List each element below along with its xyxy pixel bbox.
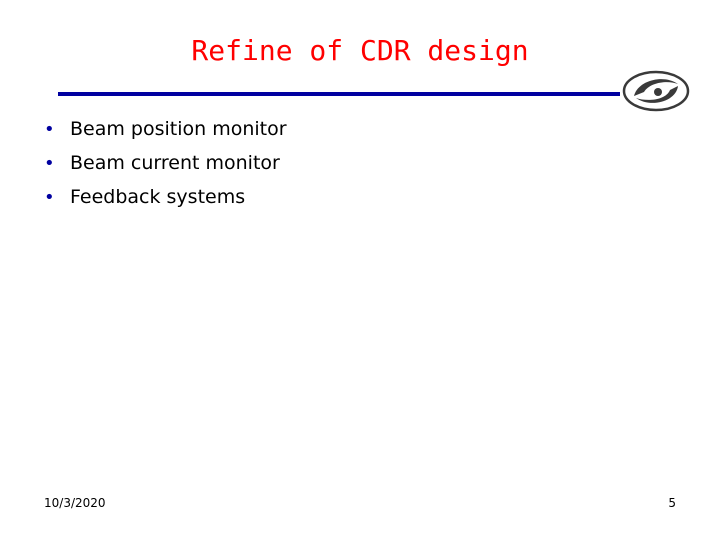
slide-title: Refine of CDR design <box>191 34 529 67</box>
bullet-icon: • <box>44 186 55 208</box>
list-item: • Beam current monitor <box>44 146 287 180</box>
list-item: • Beam position monitor <box>44 112 287 146</box>
page-number: 5 <box>668 496 676 510</box>
title-underline <box>58 92 620 96</box>
bullet-text: Beam current monitor <box>70 152 280 174</box>
institute-logo-icon <box>622 70 690 112</box>
bullet-icon: • <box>44 118 55 140</box>
slide-date: 10/3/2020 <box>44 496 106 510</box>
bullet-text: Beam position monitor <box>70 118 287 140</box>
list-item: • Feedback systems <box>44 180 287 214</box>
bullet-icon: • <box>44 152 55 174</box>
bullet-list: • Beam position monitor • Beam current m… <box>44 112 287 214</box>
bullet-text: Feedback systems <box>70 186 246 208</box>
